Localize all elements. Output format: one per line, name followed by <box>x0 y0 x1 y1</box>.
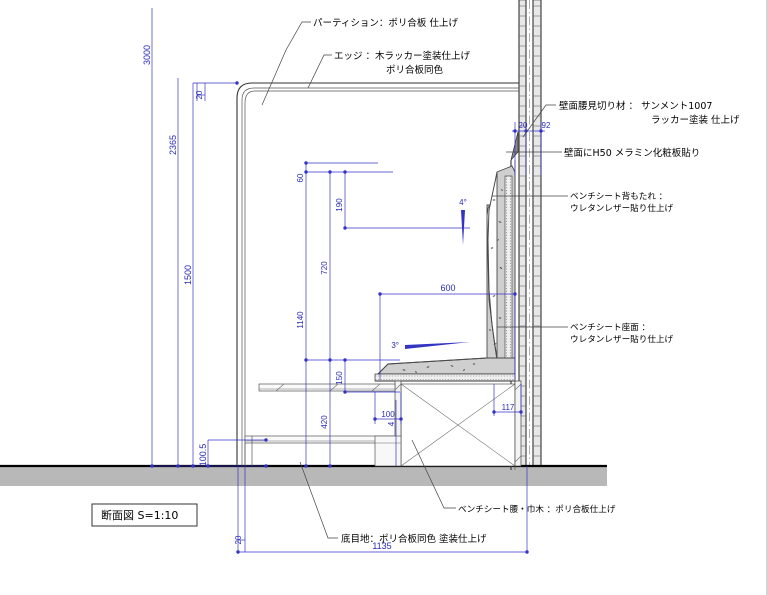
dim-2365: 2365 <box>168 135 178 155</box>
dim-20-wall: 20 <box>519 121 528 130</box>
bench-backrest <box>486 165 516 371</box>
dim-20-top: 20 <box>195 90 204 99</box>
bench-seat <box>374 357 516 382</box>
note-bench-seat-line1: ベンチシート座面 ： <box>570 321 650 333</box>
title-block: 断面図 S=1:10 <box>91 503 198 527</box>
dimension-600: 600 <box>378 283 517 380</box>
note-edge-line2: ポリ合板同色 <box>386 64 444 76</box>
bench-skirt-board <box>244 436 253 466</box>
dim-190: 190 <box>335 198 344 212</box>
dim-20-bottom: 20 <box>234 535 243 544</box>
dimension-bottom: 20 1135 <box>234 466 529 554</box>
dim-1140: 1140 <box>296 311 305 329</box>
dim-60: 60 <box>296 173 305 182</box>
note-wall-trim-line1: 壁面腰見切り材 ： サンメント1007 <box>559 100 712 112</box>
dim-100-5: 100.5 <box>198 444 208 467</box>
angle-label-3deg: 3° <box>391 341 399 350</box>
dim-150: 150 <box>335 371 344 385</box>
note-wall-trim-line2: ラッカー塗装 仕上げ <box>651 114 740 126</box>
dim-600: 600 <box>440 283 455 293</box>
dim-4: 4 <box>387 421 396 426</box>
title-block-label: 断面図 S=1:10 <box>101 508 178 522</box>
bench-base-frame <box>244 380 522 467</box>
backrest-speckle <box>488 189 504 345</box>
note-bench-skirt: ベンチシート腰・巾木 ：ポリ合板仕上げ <box>458 503 616 515</box>
note-bench-seat-line2: ウレタンレザー貼り仕上げ <box>570 333 674 345</box>
dimension-vertical-outer: 3000 2365 1500 100.5 <box>142 8 268 468</box>
note-bench-back-line1: ベンチシート背もたれ ： <box>570 190 667 202</box>
dimension-vertical-inner: 60 190 720 1140 150 420 <box>296 161 470 468</box>
note-partition: パーティション：ポリ合板 仕上げ <box>313 17 458 29</box>
dim-1500: 1500 <box>183 265 193 285</box>
wall-hatch <box>519 5 541 457</box>
dimension-20-top: 20 <box>195 83 206 101</box>
dim-3000: 3000 <box>142 45 152 65</box>
angle-indicators: 4° 3° <box>391 198 470 350</box>
note-edge-line1: エッジ ：木ラッカー塗装仕上げ <box>334 50 471 62</box>
dimension-117: 117 <box>492 384 523 416</box>
dim-100: 100 <box>381 410 395 419</box>
leader-lines <box>261 21 568 539</box>
seat-speckle <box>402 363 476 373</box>
dim-92-wall: 92 <box>542 121 551 130</box>
annotations: パーティション：ポリ合板 仕上げ エッジ ：木ラッカー塗装仕上げ ポリ合板同色 … <box>313 17 740 545</box>
wall-assembly <box>518 0 542 471</box>
note-floor-joint: 底目地：ポリ合板同色 塗装仕上げ <box>341 533 487 545</box>
dim-117: 117 <box>502 403 515 412</box>
partition-panel <box>236 82 519 466</box>
dimension-20-92: 20 92 <box>512 121 551 175</box>
note-wall-melamine: 壁面にH50 メラミン化粧板貼り <box>564 147 700 159</box>
dim-720: 720 <box>320 261 329 275</box>
note-bench-back-line2: ウレタンレザー貼り仕上げ <box>570 202 674 214</box>
dimension-4-base: 4 <box>387 400 397 466</box>
dim-1135: 1135 <box>372 541 391 551</box>
angle-label-4deg: 4° <box>459 198 467 207</box>
floor-slab <box>0 464 607 486</box>
dim-420: 420 <box>320 415 329 429</box>
dimension-100: 100 <box>373 392 403 424</box>
